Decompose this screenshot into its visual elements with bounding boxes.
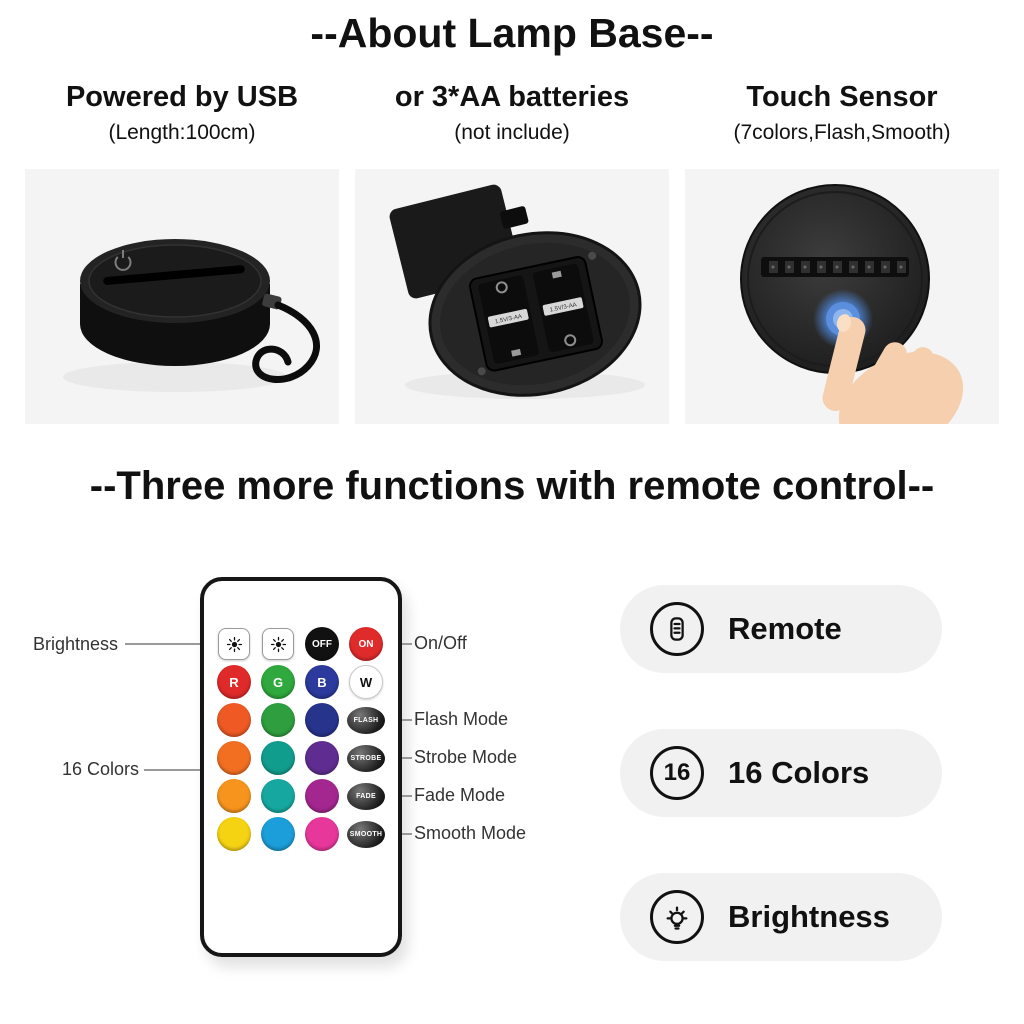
brightness-icon [650, 890, 704, 945]
color-button-row2-1 [217, 741, 251, 776]
battery-base-photo: 1.5V/3-AA 1.5V/3-AA [355, 169, 669, 425]
label-brightness: Brightness [33, 634, 119, 655]
feature-touch: Touch Sensor (7colors,Flash,Smooth) [685, 79, 999, 425]
page-title: --About Lamp Base-- [310, 10, 714, 56]
flash-mode-button: FLASH [347, 706, 385, 734]
color-button-row4-1 [217, 817, 251, 852]
smooth-mode-button: SMOOTH [347, 820, 385, 848]
count-16-text: 16 [663, 759, 691, 787]
color-button-row1-3 [305, 703, 339, 738]
label-strobe-mode: Strobe Mode [414, 747, 518, 768]
label-flash-mode: Flash Mode [414, 709, 509, 730]
badge-brightness-label: Brightness [728, 899, 890, 935]
color-button-row3-3 [305, 779, 339, 814]
annotation-line-smooth [402, 833, 412, 836]
section-title: --Three more functions with remote contr… [89, 464, 935, 509]
color-button-b: B [305, 665, 339, 700]
color-button-row2-2 [261, 741, 295, 776]
label-fade-mode: Fade Mode [414, 785, 506, 806]
battery-base-illustration: 1.5V/3-AA 1.5V/3-AA [389, 184, 645, 400]
strobe-mode-button: STROBE [347, 744, 385, 772]
label-16-colors: 16 Colors [62, 759, 140, 780]
feature-usb: Powered by USB (Length:100cm) [25, 79, 339, 425]
brightness-down-button [262, 628, 294, 661]
brightness-glyph-icon [226, 636, 242, 652]
badge-remote-label: Remote [728, 611, 842, 647]
annotation-line-16-colors [144, 769, 200, 772]
usb-lamp-base-illustration [63, 239, 320, 393]
color-button-row3-2 [261, 779, 295, 814]
feature-usb-subheading: (Length:100cm) [108, 121, 256, 145]
product-infographic: --About Lamp Base-- Powered by USB (Leng… [0, 10, 1024, 991]
usb-cable [252, 301, 320, 384]
battery-label: 1.5V/3-AA [549, 302, 577, 314]
color-button-row4-3 [305, 817, 339, 852]
count-16-icon: 16 [650, 746, 704, 801]
feature-usb-heading: Powered by USB [65, 81, 299, 113]
battery-compartment: 1.5V/3-AA 1.5V/3-AA [428, 231, 642, 398]
color-button-row1-2 [261, 703, 295, 738]
color-button-w: W [349, 665, 383, 700]
annotation-line-flash [402, 719, 412, 722]
color-button-row2-3 [305, 741, 339, 776]
battery-label: 1.5V/3-AA [495, 314, 523, 326]
label-smooth-mode: Smooth Mode [414, 823, 527, 844]
badge-remote: Remote [620, 585, 942, 674]
color-button-row1-1 [217, 703, 251, 738]
badge-16-colors: 16 16 Colors [620, 729, 942, 818]
feature-touch-subheading: (7colors,Flash,Smooth) [733, 121, 951, 145]
badge-16-colors-label: 16 Colors [728, 755, 870, 791]
off-button: OFF [305, 627, 339, 662]
fingernail [836, 314, 852, 333]
usb-lamp-base-photo [25, 169, 339, 425]
touch-sensor-photo [685, 169, 999, 425]
fade-mode-button: FADE [347, 782, 385, 810]
annotation-line-fade [402, 795, 412, 798]
brightness-glyph-icon [270, 636, 286, 652]
annotation-line-strobe [402, 757, 412, 760]
badge-brightness: Brightness [620, 873, 942, 962]
hand [822, 317, 964, 425]
color-button-row4-2 [261, 817, 295, 852]
feature-battery: or 3*AA batteries (not include) [355, 79, 669, 425]
color-button-g: G [261, 665, 295, 700]
color-button-row3-1 [217, 779, 251, 814]
brightness-up-button [218, 628, 250, 661]
on-button: ON [349, 627, 383, 662]
feature-touch-heading: Touch Sensor [746, 81, 938, 113]
annotation-line-brightness [125, 643, 200, 646]
annotation-line-on-off [402, 643, 412, 646]
touch-sensor-illustration [740, 184, 964, 425]
label-on-off: On/Off [414, 633, 467, 654]
feature-battery-subheading: (not include) [454, 121, 570, 145]
feature-battery-heading: or 3*AA batteries [394, 81, 630, 113]
feature-columns: Powered by USB (Length:100cm) [25, 79, 999, 425]
remote-icon [650, 602, 704, 657]
color-button-r: R [217, 665, 251, 700]
touch-power-icon [114, 250, 132, 272]
